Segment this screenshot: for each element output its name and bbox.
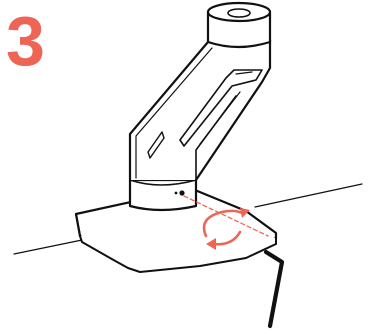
column-collar (128, 162, 198, 212)
mount-arm (128, 38, 272, 182)
hex-key-icon (263, 249, 285, 329)
alignment-guide (183, 195, 269, 237)
base-plate (74, 186, 278, 273)
set-screw (179, 190, 185, 196)
step-number: 3 (6, 2, 45, 80)
top-cylinder (206, 1, 272, 49)
rotate-arrow-icon (202, 208, 250, 250)
surface-line (13, 183, 363, 255)
